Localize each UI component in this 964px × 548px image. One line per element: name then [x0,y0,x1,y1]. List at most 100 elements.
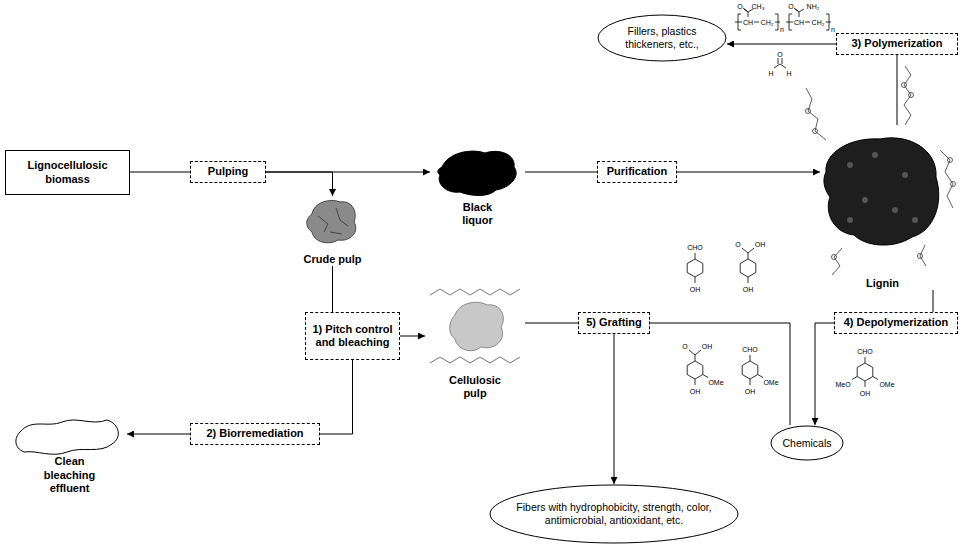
process-box: 3) Polymerization [836,33,958,55]
connector-arrow [815,323,834,425]
product-ellipse: Fibers with hydrophobicity, strength, co… [489,484,739,544]
node-text: 3) Polymerization [851,37,942,50]
process-box: 1) Pitch control and bleaching [305,312,400,360]
lignin-network [806,66,956,275]
atom-label: OH [690,388,701,395]
connector-line [130,172,190,173]
atom-label: O [788,3,793,10]
ellipse-outline [490,485,738,543]
lignin-chain [904,66,911,125]
connector-arrow [266,172,333,196]
node-text: Lignocellulosic biomass [10,159,125,185]
atom-label: CH [743,19,753,26]
cellulose-chain [430,357,520,363]
effluent-outline [16,420,118,454]
polymer-bonds [786,8,831,30]
connector-line [933,290,934,312]
connector-line [897,55,898,125]
atom-label: CH₃ [752,3,765,10]
lignin-texture [862,197,868,203]
atom-label: OMe [763,379,778,386]
process-box: Purification [597,161,677,183]
node-text: Pulping [208,165,248,178]
lignin-chain [940,150,953,208]
connector-arrow [727,44,836,45]
atom-label: CH [794,19,804,26]
lignin-ring [813,129,818,134]
lignin-texture [847,217,853,223]
cellulose-chain [430,289,520,295]
lignin-ring [806,109,811,114]
atom-label: O [737,3,742,10]
atom-label: CH₂ [761,19,774,26]
node-text: 2) Biorremediation [206,427,303,440]
process-box: Pulping [190,161,266,183]
connector-arrow [127,434,190,435]
process-box: 4) Depolymerization [834,312,958,334]
lignin-ring [918,254,923,259]
connector-line [525,172,597,173]
atom-label: OH [860,390,871,397]
lignin-ring [909,93,914,98]
atom-label: OH [745,388,756,395]
atom-label: n [780,26,784,33]
connector-line [332,266,333,312]
process-box: 2) Biorremediation [190,423,320,445]
lignin-texture [872,152,878,158]
lignin-texture [902,172,908,178]
atom-label: OH [690,286,701,293]
node-text: Black liquor [453,201,503,227]
node-text: Lignin [866,277,899,290]
node-text: Chemicals [782,437,831,450]
node-text: 4) Depolymerization [844,316,949,329]
lignin-shape [820,125,945,290]
lignin-blob [824,138,939,245]
lignin-ring [951,182,956,187]
atom-label: OH [755,241,766,248]
lignin-texture [847,162,853,168]
effluent-figure: Clean bleaching effluent [12,410,127,495]
connector-arrow [400,336,425,337]
lignin-chain [920,245,926,266]
atom-label: OMe [708,379,723,386]
atom-label: CH₂ [812,19,825,26]
connector-line [650,323,790,425]
phenol-ring [687,253,703,283]
atom-label: H [786,70,791,77]
polymer-formulas [735,8,831,68]
node-text: Fibers with hydrophobicity, strength, co… [507,501,722,526]
node-text: Crude pulp [303,253,361,266]
lignin-texture [912,217,918,223]
connector-arrow [614,334,615,484]
atom-label: OH [743,286,754,293]
crude-pulp-figure: Crude pulp [300,196,365,266]
formaldehyde-bonds [774,58,786,68]
product-ellipse: Chemicals [770,425,844,461]
node-text: Clean bleaching effluent [35,455,105,495]
crude-pulp-texture [318,208,348,234]
ellipse-outline [598,15,726,61]
phenol-ring [740,248,756,283]
atom-label: CHO [687,244,703,251]
lignin-figure: Lignin [820,125,945,290]
atom-label: O [735,241,740,248]
crude-pulp-blob [307,201,356,243]
lignin-chain [832,248,842,275]
node-text: 1) Pitch control and bleaching [310,323,395,349]
cellulosic-pulp-figure: Cellulosic pulp [425,285,525,400]
node-text: Cellulosic pulp [440,374,510,400]
input-box: Lignocellulosic biomass [5,150,130,195]
atom-label: NH₂ [807,3,820,10]
polymer-bonds [735,8,780,30]
atom-label: OMe [879,381,894,388]
atom-label: H [768,70,773,77]
lignin-chain [806,88,826,140]
cellulosic-pulp-blob [450,302,504,350]
atom-label: O [682,343,687,350]
lignin-ring [948,158,953,163]
black-liquor-blob [438,151,516,195]
node-text: Fillers, plastics thickeners, etc., [616,25,708,50]
node-text: Purification [607,165,668,178]
